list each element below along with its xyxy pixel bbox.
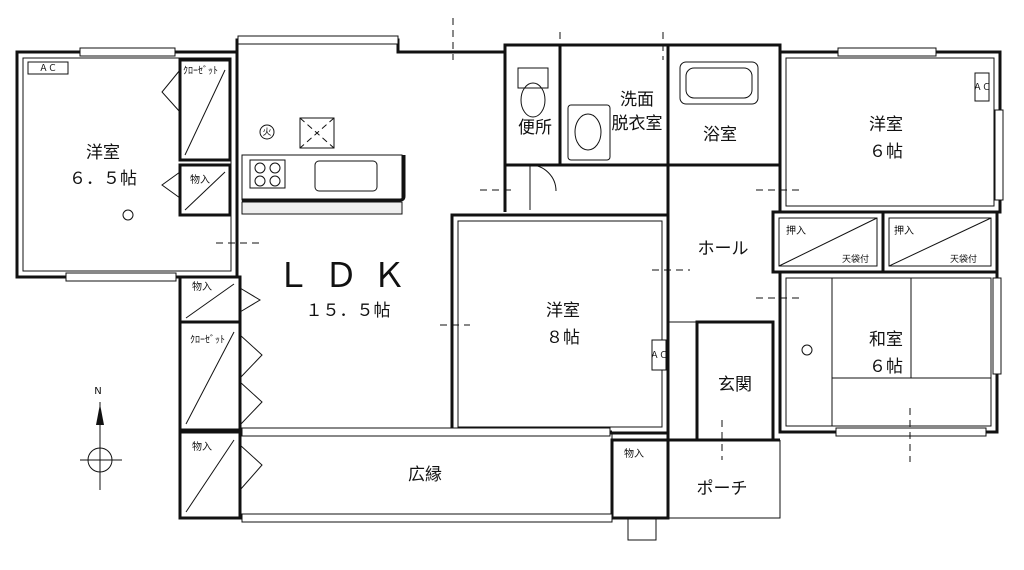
room-name-bath: 浴室 xyxy=(703,125,737,145)
ac-unit-center xyxy=(651,339,667,371)
kitchen: 火 xyxy=(241,117,406,215)
wall-entrance xyxy=(695,320,775,442)
room-name-porch: ポーチ xyxy=(697,479,748,499)
fixed-symbol-icon xyxy=(801,344,813,356)
room-size-western-right: ６帖 xyxy=(869,142,903,162)
stove-icon xyxy=(249,159,286,189)
room-name-western-center: 洋室 xyxy=(546,301,580,321)
toilet-icon xyxy=(520,82,546,118)
room-name-japanese: 和室 xyxy=(869,330,903,350)
fixed-symbol-icon xyxy=(122,209,134,221)
toilet-tank-icon xyxy=(517,67,549,89)
room-size-japanese: ６帖 xyxy=(869,357,903,377)
storage-label-veranda: 物入 xyxy=(624,447,644,460)
wall-western-center xyxy=(450,213,670,435)
svg-text:火: 火 xyxy=(262,127,271,138)
ac-unit-left xyxy=(27,61,69,75)
room-name-hall: ホール xyxy=(698,239,749,259)
labels: 洋室 ６．５帖 ｸﾛｰｾﾞｯﾄ 物入 ＬＤＫ １５．５帖 物入 ｸﾛｰｾﾞｯﾄ … xyxy=(69,65,977,499)
ac-unit-right xyxy=(974,72,990,102)
left-room-closets xyxy=(27,58,232,217)
sink-icon xyxy=(314,160,378,192)
closet-a-label: 押入 xyxy=(786,224,806,237)
room-name-washroom-1: 洗面 xyxy=(620,90,654,110)
wall-ldk-top xyxy=(235,38,507,212)
room-size-western-center: ８帖 xyxy=(546,328,580,348)
room-name-veranda: 広縁 xyxy=(408,465,442,485)
ldk-storage-column xyxy=(178,275,263,520)
room-size-ldk: １５．５帖 xyxy=(306,301,391,321)
wall-japanese xyxy=(778,270,999,434)
room-name-ldk: ＬＤＫ xyxy=(276,256,420,296)
svg-text:ＡＣ: ＡＣ xyxy=(973,83,991,93)
room-name-washroom-2: 脱衣室 xyxy=(612,114,663,134)
room-name-toilet: 便所 xyxy=(518,118,552,138)
bathtub-icon xyxy=(679,61,759,105)
closet-b-sub: 天袋付 xyxy=(950,253,977,265)
wet-fixtures xyxy=(517,61,759,210)
ac-markers: ＡＣ ＡＣ ＡＣ xyxy=(27,61,991,371)
compass-north-label: N xyxy=(94,386,101,397)
washbasin-icon xyxy=(567,104,611,161)
room-name-western-right: 洋室 xyxy=(869,115,903,135)
toilet-door-swing xyxy=(529,164,557,192)
compass-arrow-icon xyxy=(96,404,104,425)
storage-label-ldk-bottom: 物入 xyxy=(192,440,212,453)
kitchen-counter xyxy=(241,154,403,201)
room-name-western-left: 洋室 xyxy=(86,143,120,163)
svg-text:ＡＣ: ＡＣ xyxy=(39,64,57,74)
room-name-entrance: 玄関 xyxy=(718,375,752,395)
range-hood-icon xyxy=(299,117,335,149)
room-size-western-left: ６．５帖 xyxy=(69,169,137,189)
closet-label-ldk: ｸﾛｰｾﾞｯﾄ xyxy=(190,334,225,346)
compass: N xyxy=(80,386,122,490)
windows xyxy=(65,35,1004,523)
storage-label-left: 物入 xyxy=(190,173,210,186)
fire-icon xyxy=(259,124,275,140)
closet-a-sub: 天袋付 xyxy=(842,253,869,265)
grid-markers xyxy=(216,18,911,462)
svg-text:ＡＣ: ＡＣ xyxy=(650,351,668,361)
walls xyxy=(15,38,1002,541)
storage-label-ldk-top: 物入 xyxy=(192,280,212,293)
closet-label-left: ｸﾛｰｾﾞｯﾄ xyxy=(183,65,218,77)
closet-b-label: 押入 xyxy=(894,224,914,237)
